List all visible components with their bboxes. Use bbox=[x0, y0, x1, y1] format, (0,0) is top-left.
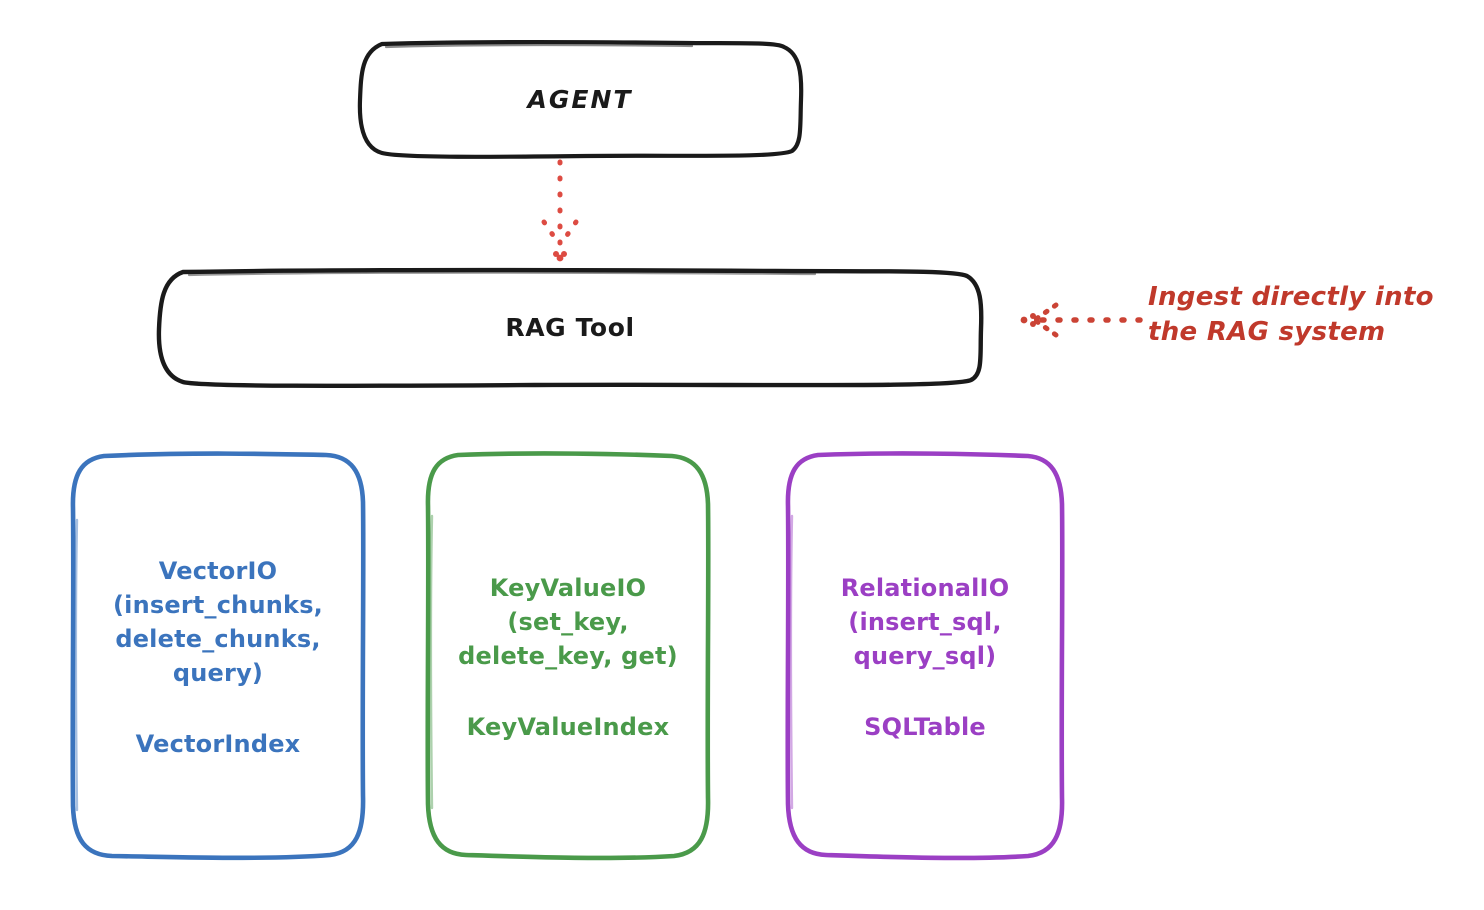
vector-io-api-label: VectorIO (insert_chunks, delete_chunks, … bbox=[113, 556, 323, 688]
vector-io-content: VectorIO (insert_chunks, delete_chunks, … bbox=[103, 554, 333, 758]
vector-io-index-label: VectorIndex bbox=[135, 730, 301, 759]
ingest-connector-arrow bbox=[1020, 302, 1143, 338]
vector-io-node[interactable]: VectorIO (insert_chunks, delete_chunks, … bbox=[68, 450, 368, 862]
relational-io-index-label: SQLTable bbox=[864, 713, 986, 742]
key-value-io-node[interactable]: KeyValueIO (set_key, delete_key, get) Ke… bbox=[424, 450, 712, 862]
key-value-io-content: KeyValueIO (set_key, delete_key, get) Ke… bbox=[448, 571, 688, 741]
rag-tool-label: RAG Tool bbox=[505, 313, 635, 342]
relational-io-api-label: RelationalIO (insert_sql, query_sql) bbox=[840, 573, 1010, 671]
agent-to-rag-connector bbox=[541, 159, 579, 262]
key-value-io-api-label: KeyValueIO (set_key, delete_key, get) bbox=[458, 573, 678, 671]
relational-io-node[interactable]: RelationalIO (insert_sql, query_sql) SQL… bbox=[784, 450, 1066, 862]
ingest-annotation-label: Ingest directly into the RAG system bbox=[1148, 282, 1434, 347]
relational-io-content: RelationalIO (insert_sql, query_sql) SQL… bbox=[831, 571, 1020, 741]
agent-node[interactable]: AGENT bbox=[356, 39, 804, 159]
agent-label: AGENT bbox=[527, 84, 633, 114]
rag-tool-node[interactable]: RAG Tool bbox=[155, 267, 985, 389]
key-value-io-index-label: KeyValueIndex bbox=[466, 713, 670, 742]
